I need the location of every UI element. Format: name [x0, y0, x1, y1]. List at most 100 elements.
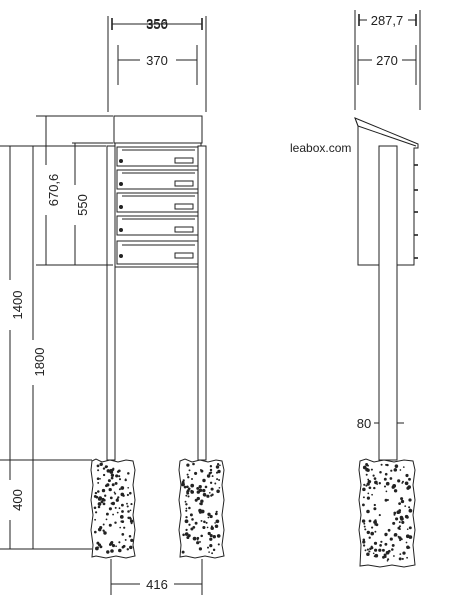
concrete-speckle — [378, 514, 381, 517]
concrete-speckle — [408, 506, 411, 509]
concrete-speckle — [120, 503, 124, 507]
concrete-speckle — [108, 487, 112, 492]
dim-400-label: 400 — [10, 489, 25, 511]
concrete-speckle — [367, 492, 370, 495]
side-post — [378, 145, 398, 461]
concrete-speckle — [191, 518, 194, 521]
concrete-speckle — [219, 464, 221, 467]
concrete-speckle — [114, 481, 118, 485]
concrete-speckle — [115, 545, 117, 548]
concrete-speckle — [378, 482, 381, 485]
concrete-speckle — [209, 465, 213, 468]
concrete-speckle — [209, 544, 213, 548]
concrete-speckle — [202, 525, 206, 530]
concrete-speckle — [401, 520, 405, 524]
concrete-speckle — [116, 470, 120, 474]
concrete-speckle — [379, 471, 382, 474]
concrete-speckle — [406, 528, 409, 530]
concrete-speckle — [199, 469, 202, 471]
concrete-speckle — [204, 485, 208, 489]
concrete-speckle — [184, 519, 189, 524]
concrete-speckle — [406, 545, 410, 550]
concrete-speckle — [96, 477, 100, 481]
mailbox-door — [116, 215, 199, 236]
concrete-speckle — [368, 519, 372, 523]
concrete-speckle — [126, 502, 128, 505]
concrete-speckle — [395, 465, 398, 468]
concrete-speckle — [118, 541, 121, 544]
concrete-speckle — [400, 497, 404, 501]
concrete-speckle — [217, 469, 221, 474]
concrete-speckle — [108, 543, 112, 546]
concrete-speckle — [216, 534, 221, 538]
concrete-speckle — [207, 516, 210, 519]
concrete-speckle — [212, 535, 216, 539]
concrete-speckle — [121, 510, 124, 513]
concrete-speckle — [108, 507, 112, 511]
concrete-speckle — [216, 489, 220, 494]
concrete-speckle — [102, 529, 105, 532]
concrete-speckle — [199, 540, 201, 543]
concrete-speckle — [207, 546, 209, 549]
concrete-speckle — [186, 535, 190, 540]
concrete-speckle — [206, 526, 209, 529]
concrete-speckle — [384, 555, 387, 559]
concrete-speckle — [399, 515, 404, 520]
concrete-speckle — [99, 478, 101, 480]
concrete-speckle — [210, 487, 214, 491]
concrete-speckle — [120, 486, 125, 490]
concrete-speckle — [383, 553, 387, 557]
concrete-speckle — [94, 491, 98, 495]
concrete-speckle — [186, 473, 189, 476]
concrete-speckle — [185, 507, 188, 510]
concrete-speckle — [97, 469, 100, 472]
concrete-speckle — [370, 468, 373, 471]
concrete-speckle — [373, 477, 377, 480]
concrete-speckle — [206, 474, 211, 478]
concrete-speckle — [186, 489, 190, 493]
concrete-speckle — [99, 545, 103, 549]
concrete-speckle — [214, 524, 219, 528]
concrete-speckle — [362, 544, 366, 547]
concrete-speckle — [184, 500, 187, 503]
concrete-speckle — [182, 534, 185, 537]
dim-1400-label: 1400 — [10, 291, 25, 320]
concrete-speckle — [95, 495, 99, 499]
concrete-speckle — [386, 498, 389, 502]
concrete-speckle — [185, 509, 188, 512]
concrete-speckle — [118, 548, 122, 553]
concrete-speckle — [210, 494, 213, 497]
concrete-speckle — [215, 465, 220, 469]
concrete-speckle — [217, 543, 220, 546]
concrete-speckle — [107, 479, 111, 483]
concrete-speckle — [99, 462, 103, 467]
concrete-speckle — [96, 464, 100, 468]
concrete-speckle — [198, 547, 203, 551]
concrete-speckle — [390, 469, 393, 472]
concrete-speckle — [365, 484, 368, 487]
concrete-speckle — [215, 510, 218, 513]
concrete-speckle — [106, 465, 109, 468]
concrete-speckle — [110, 473, 115, 477]
dim-top-width: 356 350 — [107, 16, 207, 112]
concrete-speckle — [110, 502, 113, 505]
concrete-speckle — [114, 521, 117, 524]
concrete-speckle — [202, 478, 206, 483]
concrete-speckle — [207, 512, 211, 516]
concrete-speckle — [115, 474, 119, 478]
concrete-speckle — [181, 550, 185, 554]
concrete-speckle — [121, 533, 125, 536]
concrete-speckle — [399, 553, 402, 555]
concrete-speckle — [114, 506, 117, 509]
concrete-speckle — [188, 506, 191, 510]
dim-1400: 1400 — [0, 145, 106, 461]
concrete-speckle — [383, 485, 387, 488]
concrete-speckle — [369, 480, 372, 483]
concrete-speckle — [372, 474, 375, 477]
concrete-speckle — [398, 521, 401, 524]
concrete-speckle — [393, 468, 398, 472]
concrete-speckle — [400, 499, 405, 504]
concrete-speckle — [399, 469, 402, 471]
concrete-speckle — [382, 555, 385, 559]
